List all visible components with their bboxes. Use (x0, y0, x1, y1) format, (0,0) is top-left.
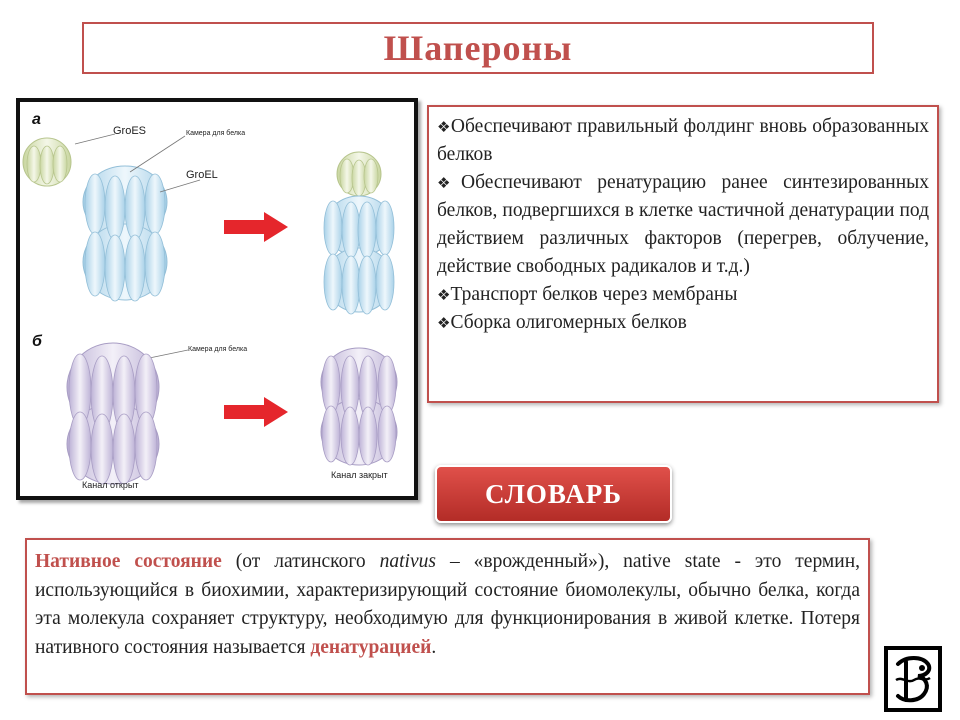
chaperone-figure: а б GroES Камера для белка (16, 98, 418, 500)
arrow-icon (224, 212, 288, 242)
arrow-icon (224, 397, 288, 427)
figure-svg: а б GroES Камера для белка (22, 111, 398, 490)
slide-title: Шапероны (383, 28, 573, 68)
definition-end: . (431, 636, 437, 658)
definition-text-1: (от латинского (221, 551, 380, 572)
definition-box: Нативное состояние (от латинского nativu… (25, 538, 870, 695)
definition-term: Нативное состояние (35, 551, 222, 572)
dictionary-button[interactable]: СЛОВАРЬ (435, 465, 672, 523)
channel-closed-label: Канал закрыт (331, 470, 388, 480)
groel-label: GroEL (186, 169, 218, 181)
groel-with-cap (323, 151, 395, 315)
functions-box: ❖Обеспечивают правильный фолдинг вновь о… (427, 105, 939, 403)
label-a: а (32, 111, 41, 128)
list-item: ❖Обеспечивают ренатурацию ранее синтезир… (437, 172, 929, 277)
list-item: ❖Обеспечивают правильный фолдинг вновь о… (437, 116, 929, 165)
definition-term-2: денатурацией (310, 636, 432, 658)
groes-cap (22, 137, 72, 187)
chamber-label-a: Камера для белка (186, 129, 245, 137)
diamond-bullet-icon: ❖ (437, 314, 451, 332)
definition-latin: nativus (379, 551, 436, 572)
chamber-label-b: Камера для белка (188, 345, 247, 353)
definition-text-2: – «врожденный»), native state - это терм… (35, 551, 860, 658)
groel-barrel (82, 165, 168, 302)
channel-open-label: Канал открыт (82, 480, 138, 490)
diamond-bullet-icon: ❖ (437, 174, 461, 192)
logo-icon (884, 646, 942, 712)
functions-list: ❖Обеспечивают правильный фолдинг вновь о… (437, 113, 929, 337)
diamond-bullet-icon: ❖ (437, 286, 451, 304)
groes-label: GroES (113, 125, 146, 137)
purple-barrel-closed (320, 347, 398, 466)
list-item: ❖Сборка олигомерных белков (437, 312, 687, 333)
purple-barrel-open (66, 342, 160, 485)
label-b: б (32, 333, 43, 350)
list-item: ❖Транспорт белков через мембраны (437, 284, 738, 305)
title-box: Шапероны (82, 22, 874, 74)
diamond-bullet-icon: ❖ (437, 118, 451, 136)
